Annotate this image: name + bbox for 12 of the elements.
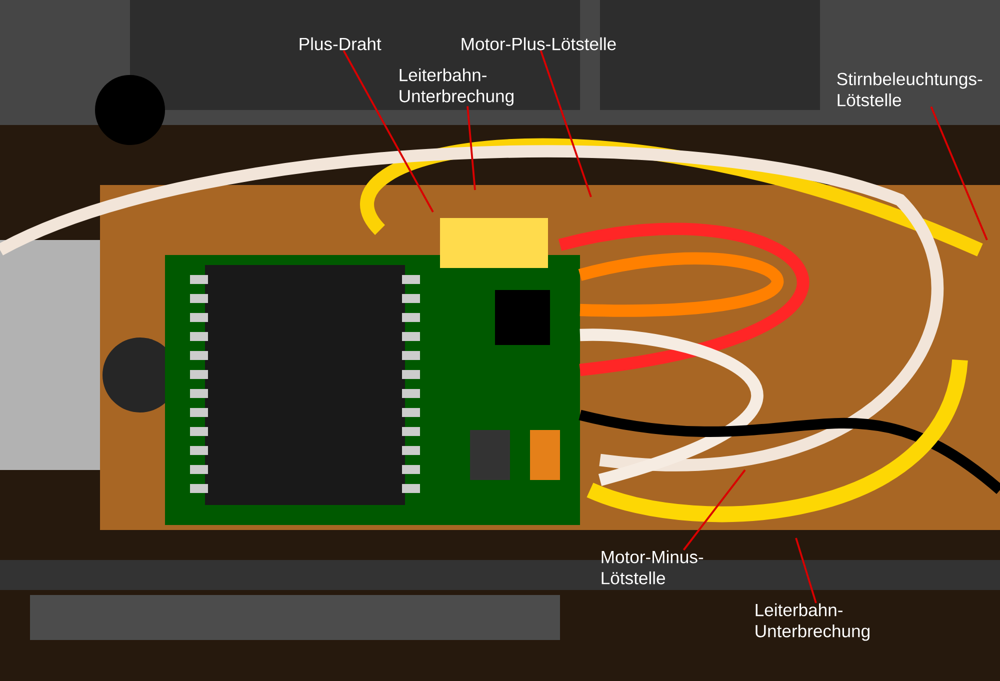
leader-line: [540, 50, 592, 198]
annotation-label: Motor-Minus- Lötstelle: [602, 550, 704, 584]
leader-line: [466, 106, 476, 190]
annotation-label: Stirnbeleuchtungs- Lötstelle: [837, 72, 982, 106]
leader-line: [795, 538, 817, 604]
annotation-label: Motor-Plus-Lötstelle: [462, 37, 616, 50]
annotation-label: Leiterbahn- Unterbrechung: [756, 603, 870, 641]
annotation-label: Plus-Draht: [300, 37, 382, 50]
leader-line: [930, 106, 988, 240]
annotation-label: Leiterbahn- Unterbrechung: [400, 68, 514, 106]
leader-line: [682, 469, 746, 551]
leader-line: [342, 50, 434, 212]
